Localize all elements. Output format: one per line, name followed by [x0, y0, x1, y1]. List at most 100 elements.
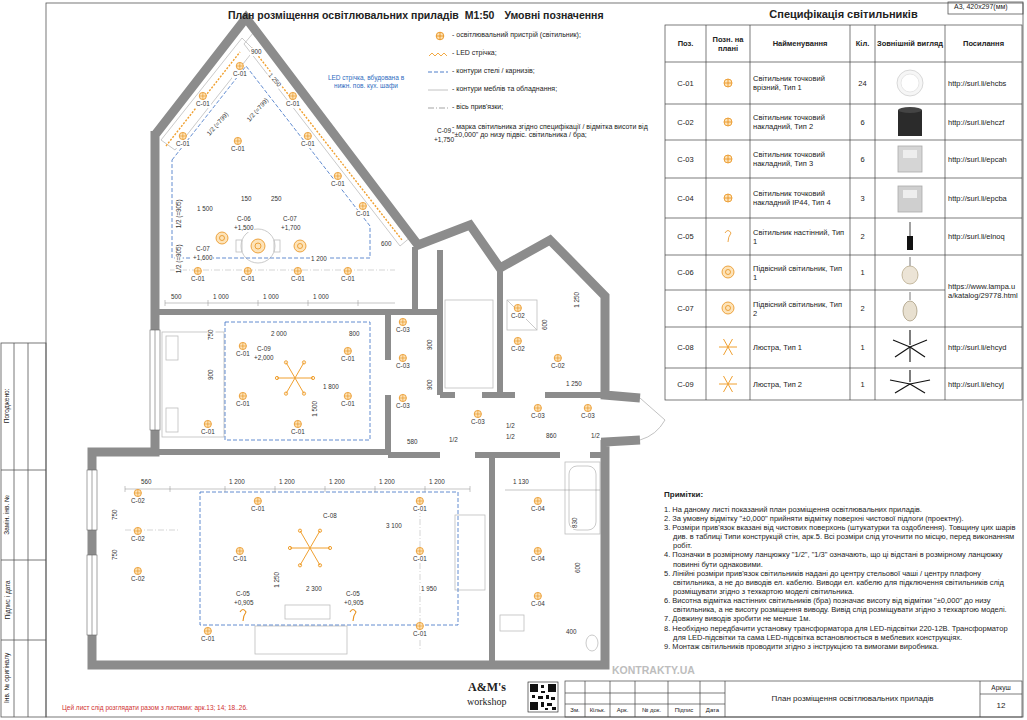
fixture-mark: C-04 [530, 555, 546, 563]
title-block-cell: Кільк. [585, 704, 610, 717]
window [150, 330, 160, 430]
fixture-symbol [304, 132, 311, 139]
note: 8. Необхідно передбачити установку транс… [664, 624, 1020, 642]
furniture-outline [166, 408, 178, 432]
note: 3. Розміри прив'язок вказані від чистови… [664, 523, 1020, 550]
table-chandelier-symbol [724, 339, 733, 355]
fixture-symbol [359, 202, 366, 209]
fixture-symbol [137, 490, 138, 496]
product-image [909, 330, 910, 345]
table-cell: 24 [850, 62, 875, 104]
plan-label: 1/2 [505, 433, 516, 441]
fixture-symbol [402, 395, 403, 401]
table-cell: C-09 [665, 368, 706, 400]
table-cell: C-07 [665, 290, 706, 327]
fixture-symbol [347, 348, 348, 354]
plan-label: C-07 [282, 215, 298, 223]
fixture-symbol [344, 347, 351, 354]
legend-text: - марка світильника згідно специфікації … [452, 123, 652, 140]
furniture-outline [445, 300, 493, 388]
fixture-symbol [199, 92, 206, 99]
spec-table-grid [850, 25, 851, 400]
legend-sample [428, 72, 448, 73]
dimension-text: 900 [426, 339, 434, 352]
chandelier-symbol [286, 378, 295, 394]
fixture-symbol [194, 267, 201, 274]
window [92, 555, 93, 635]
side-stamp [14, 343, 15, 717]
dimension-line [358, 300, 359, 306]
fixture-symbol [474, 410, 481, 417]
fixture-mark: C-03 [395, 402, 411, 410]
spec-table-grid [665, 255, 1022, 256]
fixture-mark: C-01 [230, 145, 246, 153]
product-image [898, 107, 922, 113]
title-block-grid [635, 681, 636, 717]
fixture-symbol [416, 622, 423, 629]
fixture-symbol [344, 347, 351, 354]
table-cell: C-05 [665, 218, 706, 255]
legend-sample [428, 90, 448, 91]
door-swing [640, 398, 665, 420]
table-plan-symbol [722, 79, 734, 314]
plan-label: 500 [170, 293, 183, 301]
fixture-symbol [242, 393, 243, 399]
chandelier-symbol [275, 376, 278, 379]
window [87, 470, 97, 530]
legend-sample-height: +1,750 [434, 136, 454, 144]
dimension-text: 750 [111, 549, 119, 562]
plan-label: 1 200 [310, 255, 328, 263]
side-stamp [1, 560, 46, 561]
note: 4. Позначки в розмірному ланцюжку "1/2",… [664, 550, 1020, 568]
logo: A&M's [468, 680, 506, 694]
ceiling-contour [172, 66, 458, 625]
furniture-outline [569, 466, 596, 530]
fixture-symbol [239, 342, 246, 349]
fixture-symbol [289, 92, 296, 99]
furniture-outline [507, 300, 537, 330]
reference-axis [125, 530, 180, 531]
table-cell: C-06 [665, 255, 706, 290]
fixture-mark: C-03 [580, 412, 596, 420]
fixture-symbol [297, 421, 298, 427]
spec-table-grid [706, 25, 707, 400]
product-image [903, 190, 917, 198]
plan-label: C-05 [235, 590, 251, 598]
dimension-text: 1 500 [311, 400, 319, 418]
walls [155, 247, 605, 665]
fixture-mark: C-01 [412, 630, 428, 638]
table-cell: C-03 [665, 140, 706, 178]
title-block-grid [980, 681, 981, 717]
fixture-symbol [137, 568, 138, 574]
dimension-line [165, 300, 166, 306]
dimension-line [325, 486, 326, 492]
table-plan-symbol [724, 118, 732, 126]
table-header: Зовнішній вигляд [875, 25, 945, 62]
furniture-outline [274, 240, 280, 252]
table-plan-symbol [725, 231, 731, 243]
fixture-symbol [344, 267, 351, 274]
fixture-mark: C-01 [250, 505, 266, 513]
fixture-mark: C-01 [200, 428, 216, 436]
fixture-symbol [587, 405, 588, 411]
fixture-symbol [362, 203, 363, 209]
fixture-symbol [294, 267, 301, 274]
table-plan-symbol [722, 302, 734, 314]
table-cell: http://surl.li/elnoq [945, 218, 1022, 255]
spec-table-grid [665, 327, 1022, 328]
dimension-text: 1 250 [573, 291, 581, 309]
table-cell: 1 [850, 368, 875, 400]
table-cell: Світильник точковий врізний, Тип 1 [750, 62, 850, 104]
plan-label: +2,000 [253, 354, 274, 362]
table-plan-symbol [726, 306, 731, 311]
note: 6. Висотна відмітка настінних світильник… [664, 596, 1020, 614]
table-chandelier-symbol [724, 339, 733, 355]
fixture-mark: C-01 [290, 275, 306, 283]
furniture-outline [162, 332, 224, 437]
table-plan-symbol [728, 155, 729, 163]
table-chandelier-symbol [724, 376, 733, 392]
product-image [890, 330, 930, 393]
spec-table-grid [665, 218, 1022, 219]
fixture-symbol [297, 268, 298, 274]
table-plan-symbol [724, 79, 732, 87]
